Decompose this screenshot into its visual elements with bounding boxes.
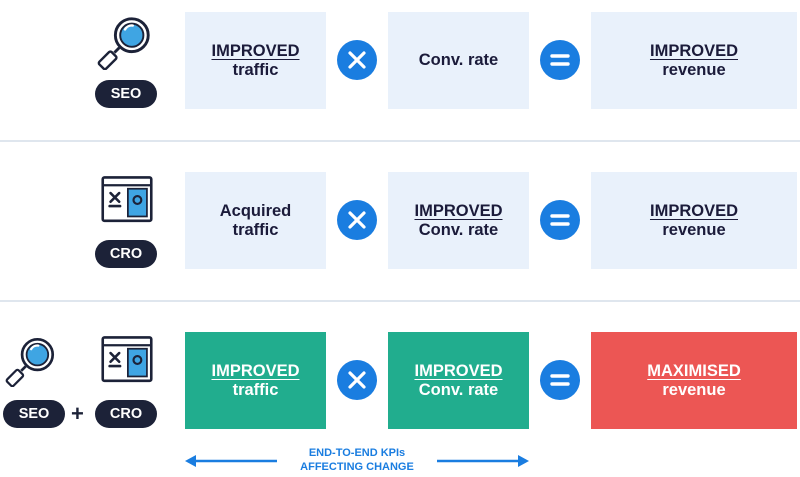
seo-badge: SEO <box>3 400 65 428</box>
conversion-box: Conv. rate <box>388 12 529 109</box>
ab-test-window-icon <box>101 335 153 385</box>
revenue-box: IMPROVED revenue <box>591 172 797 269</box>
traffic-emphasis: IMPROVED <box>211 361 300 380</box>
row-seo: SEO IMPROVED traffic Conv. rate IMPROVED… <box>0 0 800 120</box>
revenue-label: revenue <box>662 60 726 79</box>
row-cro: CRO Acquired traffic IMPROVED Conv. rate… <box>0 160 800 280</box>
kpi-label: END-TO-END KPIs AFFECTING CHANGE <box>277 446 437 474</box>
magnifier-icon <box>4 333 60 387</box>
revenue-box: MAXIMISED revenue <box>591 332 797 429</box>
kpi-label-line2: AFFECTING CHANGE <box>300 461 414 473</box>
revenue-emphasis: IMPROVED <box>649 41 738 60</box>
multiply-operator <box>337 200 377 240</box>
conversion-box: IMPROVED Conv. rate <box>388 172 529 269</box>
multiply-icon <box>337 200 377 240</box>
double-arrow-icon <box>185 455 529 467</box>
equals-icon <box>540 200 580 240</box>
multiply-operator <box>337 360 377 400</box>
row-seo-plus-cro: SEO + CRO IMPROVED traffic IMPROVED Conv… <box>0 320 800 440</box>
kpi-span-annotation: END-TO-END KPIs AFFECTING CHANGE <box>185 444 529 476</box>
revenue-label: revenue <box>662 220 726 239</box>
conversion-emphasis: IMPROVED <box>414 201 503 220</box>
conversion-emphasis: IMPROVED <box>414 361 503 380</box>
magnifier-icon <box>96 12 156 70</box>
seo-badge: SEO <box>95 80 157 108</box>
equals-icon <box>540 40 580 80</box>
traffic-label: Acquired traffic <box>219 201 292 239</box>
equals-operator <box>540 40 580 80</box>
equals-operator <box>540 360 580 400</box>
traffic-label: traffic <box>232 60 279 79</box>
plus-sign: + <box>71 401 84 426</box>
ab-test-window-icon <box>101 175 153 225</box>
row-divider <box>0 140 800 142</box>
kpi-label-line1: END-TO-END KPIs <box>308 447 406 459</box>
multiply-operator <box>337 40 377 80</box>
multiply-icon <box>337 360 377 400</box>
cro-badge: CRO <box>95 400 157 428</box>
traffic-box: IMPROVED traffic <box>185 12 326 109</box>
conversion-box: IMPROVED Conv. rate <box>388 332 529 429</box>
traffic-emphasis: IMPROVED <box>211 41 300 60</box>
revenue-box: IMPROVED revenue <box>591 12 797 109</box>
traffic-box: Acquired traffic <box>185 172 326 269</box>
traffic-label: traffic <box>232 380 279 399</box>
revenue-emphasis: IMPROVED <box>649 201 738 220</box>
revenue-label: revenue <box>662 380 726 399</box>
equals-operator <box>540 200 580 240</box>
conversion-label: Conv. rate <box>418 220 499 239</box>
cro-badge: CRO <box>95 240 157 268</box>
row-divider <box>0 300 800 302</box>
conversion-label: Conv. rate <box>418 380 499 399</box>
traffic-box: IMPROVED traffic <box>185 332 326 429</box>
equals-icon <box>540 360 580 400</box>
revenue-emphasis: MAXIMISED <box>647 361 741 380</box>
multiply-icon <box>337 40 377 80</box>
conversion-label: Conv. rate <box>418 51 499 69</box>
